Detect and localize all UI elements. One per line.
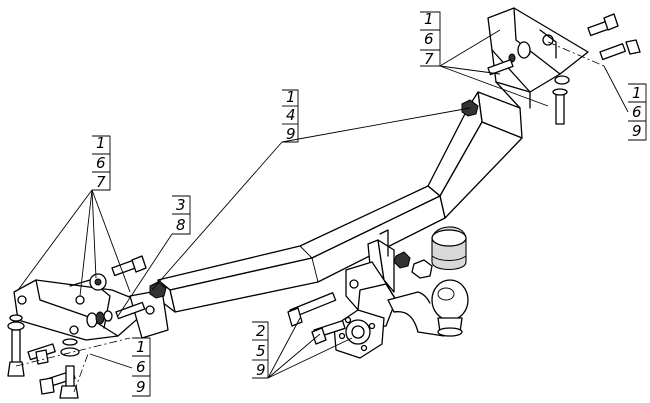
callout-center-top: 1 4 9	[282, 88, 298, 143]
callout-number: 1	[136, 338, 146, 356]
callout-number: 9	[136, 378, 146, 396]
callout-number: 6	[136, 358, 146, 376]
crossbar-beam	[157, 91, 523, 313]
ball-mount-hardware	[287, 251, 433, 345]
callout-number: 3	[176, 196, 186, 214]
callout-number: 9	[256, 361, 266, 379]
center-lines	[15, 41, 605, 393]
callout-number: 7	[96, 173, 106, 191]
callout-top-right-upper: 1 6 7	[420, 10, 440, 68]
callout-bottom-center: 2 5 9	[252, 322, 268, 379]
right-mounting-bracket	[487, 7, 589, 109]
callout-top-right-side: 1 6 9	[628, 84, 646, 140]
callout-number: 6	[632, 103, 642, 121]
callout-number: 2	[256, 322, 266, 340]
callout-left-upper: 1 6 7	[92, 134, 110, 191]
callout-number: 1	[632, 84, 642, 102]
callout-number: 9	[632, 122, 642, 140]
callout-number: 1	[424, 10, 434, 28]
leader-lines	[17, 11, 647, 397]
callout-number: 5	[256, 342, 266, 360]
callout-left-middle: 3 8	[172, 196, 190, 234]
callout-number: 7	[424, 50, 434, 68]
callout-number: 1	[286, 88, 296, 106]
callout-number: 6	[424, 30, 434, 48]
callout-number: 4	[286, 106, 296, 124]
ball-cap	[431, 226, 467, 271]
ball-mount	[333, 229, 469, 359]
callout-number: 9	[286, 125, 296, 143]
callout-number: 8	[176, 216, 186, 234]
callout-bottom-left: 1 6 9	[132, 338, 150, 396]
left-mounting-bracket	[13, 279, 169, 341]
callout-number: 6	[96, 154, 106, 172]
callout-number: 1	[96, 134, 106, 152]
